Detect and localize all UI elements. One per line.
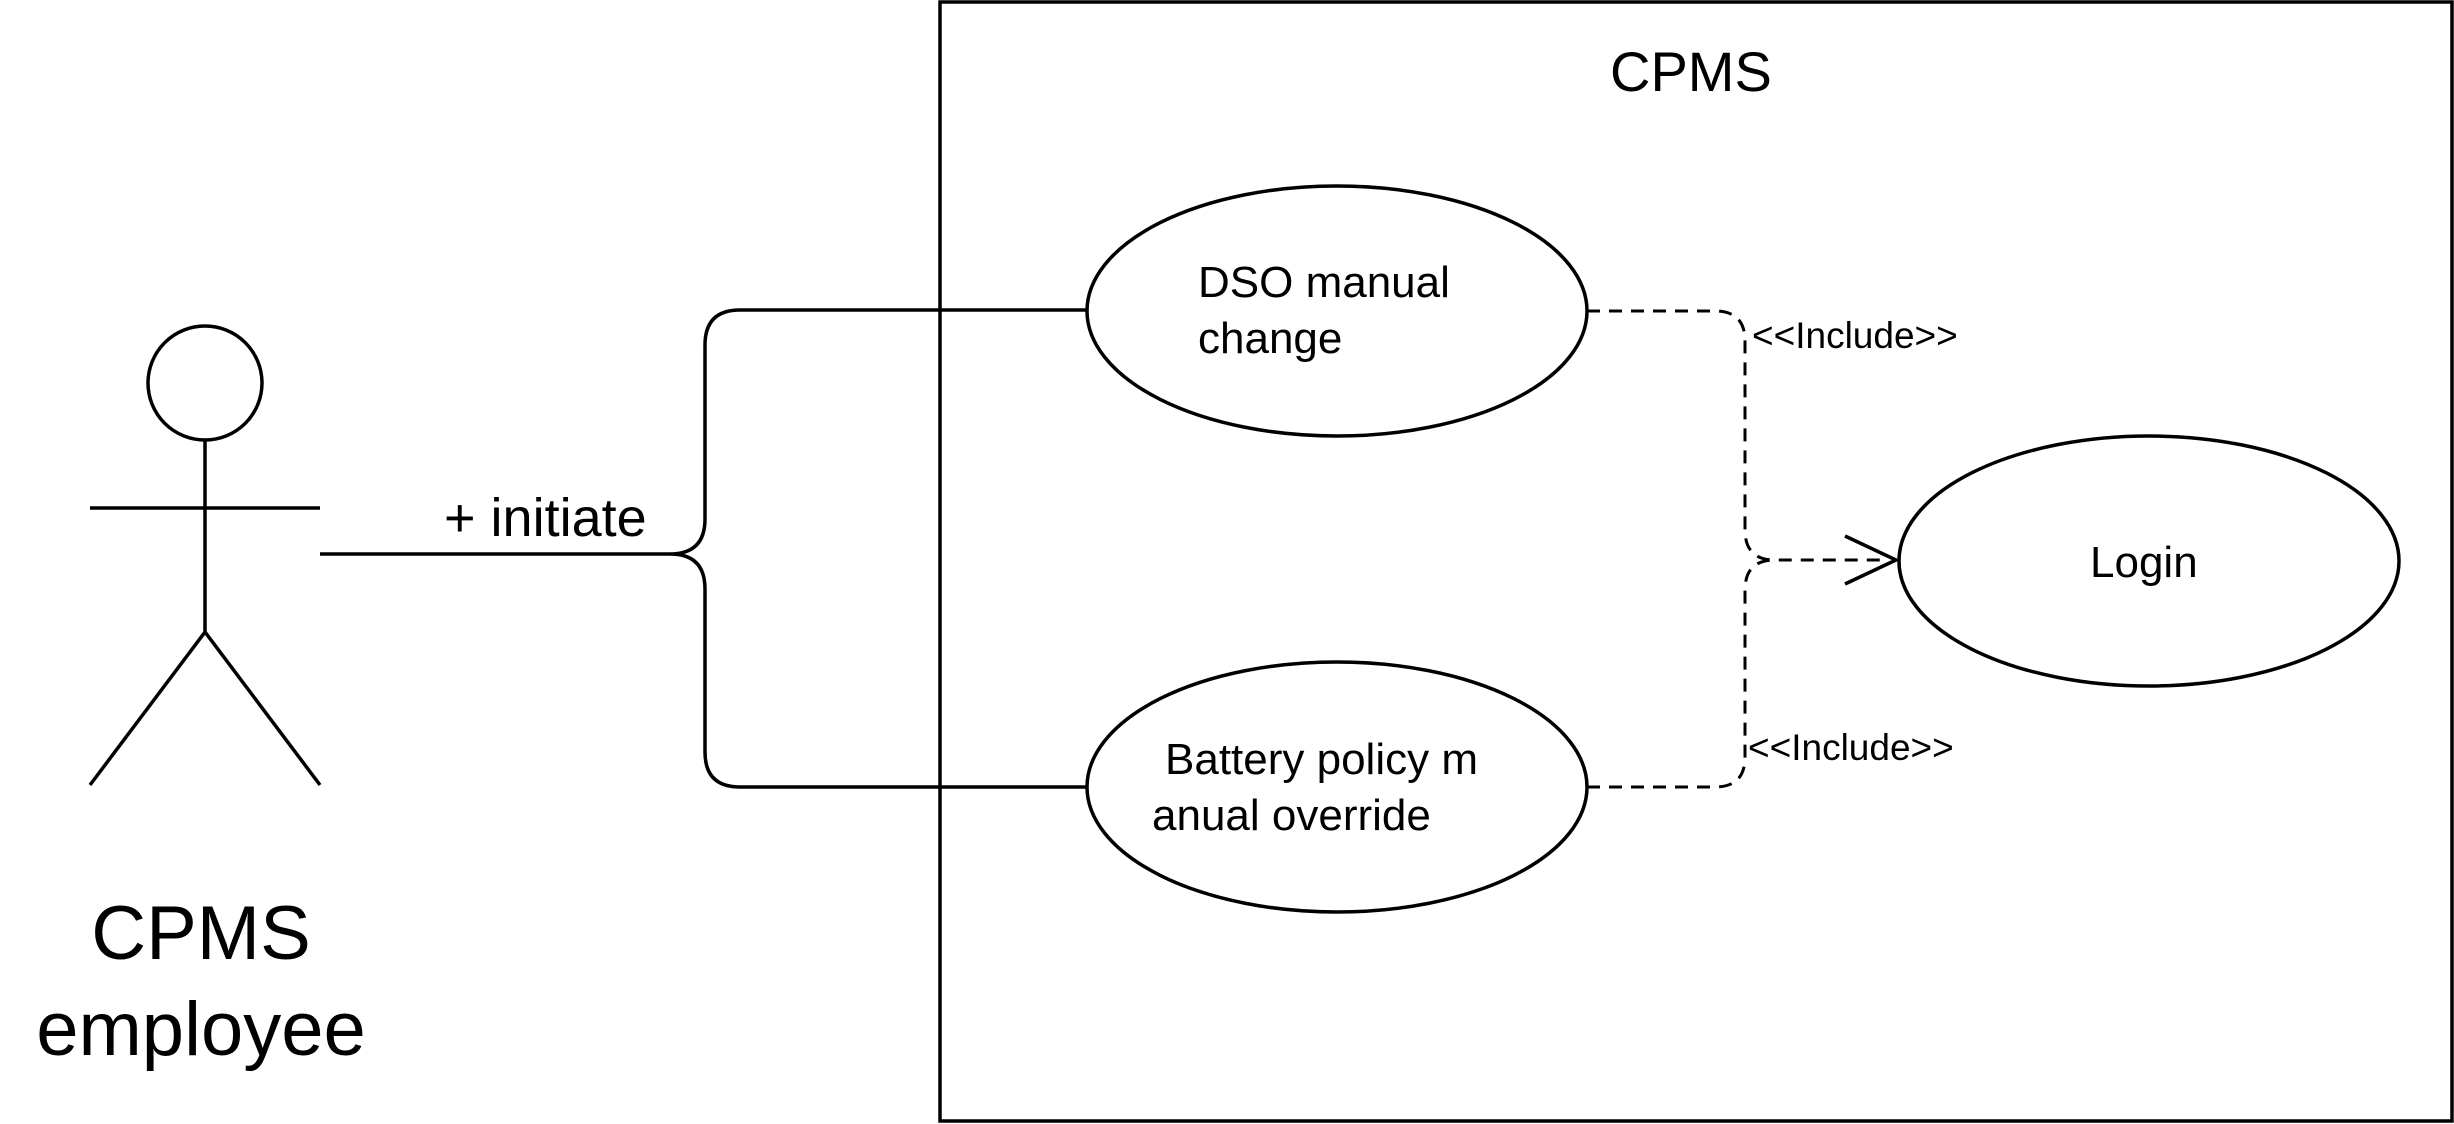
- battery-use-case-label-line2: anual override: [1152, 791, 1431, 840]
- actor-figure: [88, 324, 322, 787]
- association-label: + initiate: [444, 488, 647, 548]
- actor-name-line2: employee: [36, 987, 366, 1072]
- actor-name-line1: CPMS: [91, 891, 311, 976]
- include-arrowhead: [1844, 534, 1901, 586]
- include-dependency-line: [1587, 309, 1885, 789]
- system-title: CPMS: [1610, 40, 1772, 103]
- system-boundary: [938, 0, 2454, 1123]
- association-line: [320, 308, 1088, 789]
- dso-use-case-label-line2: change: [1198, 314, 1343, 363]
- actor-right-leg: [203, 630, 322, 787]
- use-case-login: [1897, 434, 2401, 688]
- use-case-dso-manual-change: [1085, 184, 1589, 438]
- actor-left-leg: [88, 630, 207, 787]
- include-stereotype-bottom: <<Include>>: [1748, 727, 1954, 768]
- login-use-case-label: Login: [2090, 538, 2198, 587]
- use-case-battery-override: [1085, 660, 1589, 914]
- actor-head: [146, 324, 264, 442]
- include-stereotype-top: <<Include>>: [1752, 315, 1958, 356]
- dso-use-case-label-line1: DSO manual: [1198, 258, 1450, 307]
- battery-use-case-label-line1: Battery policy m: [1165, 735, 1478, 784]
